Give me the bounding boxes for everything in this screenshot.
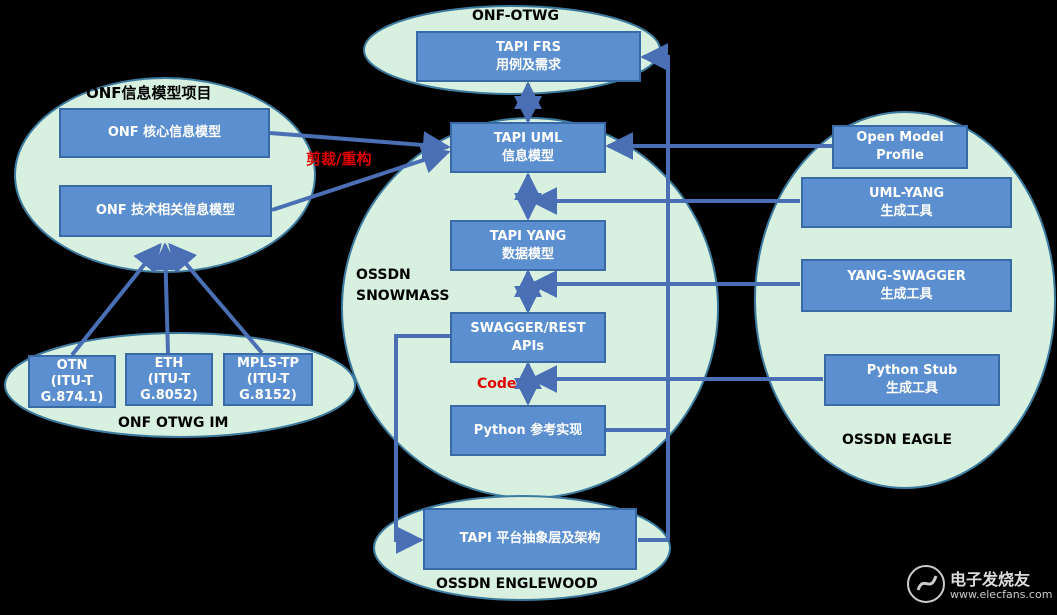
box-otn: OTN (ITU-T G.874.1) <box>28 355 116 408</box>
arrow-core-uml <box>269 131 451 159</box>
box-tapi-yang-line1: TAPI YANG <box>489 228 567 244</box>
label-code: Code <box>477 376 517 392</box>
box-swagger-rest-line1: SWAGGER/REST <box>470 320 586 336</box>
label-ossdn-snowmass-2: SNOWMASS <box>356 288 450 304</box>
box-swagger-rest: SWAGGER/REST APIs <box>450 312 606 363</box>
arrow-tech-uml <box>271 146 451 212</box>
watermark-url: www.elecfans.com <box>950 588 1053 601</box>
box-onf-tech: ONF 技术相关信息模型 <box>59 185 272 237</box>
box-otn-line2: (ITU-T <box>50 373 94 389</box>
box-python-ref-line1: Python 参考实现 <box>473 422 583 438</box>
label-ossdn-englewood: OSSDN ENGLEWOOD <box>436 576 598 592</box>
label-onf-otwg-im: ONF OTWG IM <box>118 415 229 431</box>
box-eth-line1: ETH <box>154 355 184 371</box>
box-open-model-profile-line2: Profile <box>876 148 924 163</box>
box-yang-swagger-line2: 生成工具 <box>880 286 933 302</box>
box-swagger-rest-line2: APIs <box>511 338 545 354</box>
box-open-model-profile: Open Model Profile <box>832 125 968 169</box>
box-eth-line3: G.8052) <box>140 387 198 403</box>
label-onf-otwg: ONF-OTWG <box>472 8 559 24</box>
box-tapi-frs-line1: TAPI FRS <box>495 39 562 55</box>
box-yang-swagger: YANG-SWAGGER 生成工具 <box>801 259 1012 312</box>
label-ossdn-eagle: OSSDN EAGLE <box>842 432 953 448</box>
arrow-eth-tech <box>151 242 180 354</box>
box-yang-swagger-line1: YANG-SWAGGER <box>847 268 966 284</box>
box-otn-line1: OTN <box>56 357 88 373</box>
label-ossdn-snowmass-1: OSSDN <box>356 267 411 283</box>
box-onf-tech-line1: ONF 技术相关信息模型 <box>95 203 236 218</box>
arrow-python-frs <box>606 43 670 432</box>
box-eth-line2: (ITU-T <box>147 371 191 387</box>
label-prune-refactor: 剪裁/重构 <box>306 150 372 168</box>
box-mpls-tp-line2: (ITU-T <box>246 371 290 387</box>
elecfans-logo-icon <box>907 565 945 603</box>
box-tapi-frs: TAPI FRS 用例及需求 <box>416 31 641 82</box>
box-mpls-tp-line1: MPLS-TP <box>237 355 299 371</box>
box-tapi-yang: TAPI YANG 数据模型 <box>450 220 606 271</box>
box-python-stub: Python Stub 生成工具 <box>824 354 1000 406</box>
arrow-otn-tech <box>70 242 162 357</box>
box-onf-core-line1: ONF 核心信息模型 <box>107 125 222 140</box>
box-uml-yang-line1: UML-YANG <box>868 185 945 201</box>
box-tapi-yang-line2: 数据模型 <box>501 246 554 262</box>
watermark-text: 电子发烧友 <box>950 570 1031 589</box>
box-tapi-platform-line1: TAPI 平台抽象层及架构 <box>459 531 601 546</box>
box-tapi-uml: TAPI UML 信息模型 <box>450 122 606 173</box>
box-otn-line3: G.874.1) <box>40 389 104 405</box>
arrow-swagger-platform <box>394 334 450 554</box>
box-python-ref: Python 参考实现 <box>450 405 606 456</box>
box-tapi-uml-line2: 信息模型 <box>501 148 554 164</box>
box-uml-yang-line2: 生成工具 <box>880 203 933 219</box>
box-open-model-profile-line1: Open Model <box>856 130 944 145</box>
box-mpls-tp: MPLS-TP (ITU-T G.8152) <box>223 353 313 406</box>
box-python-stub-line1: Python Stub <box>866 363 958 378</box>
box-tapi-uml-line1: TAPI UML <box>493 130 563 146</box>
box-uml-yang: UML-YANG 生成工具 <box>801 177 1012 228</box>
box-eth: ETH (ITU-T G.8052) <box>125 353 213 406</box>
box-tapi-frs-line2: 用例及需求 <box>495 57 561 73</box>
box-onf-core: ONF 核心信息模型 <box>59 108 270 158</box>
arrow-mpls-tech <box>168 242 264 355</box>
box-tapi-platform: TAPI 平台抽象层及架构 <box>423 508 637 570</box>
box-python-stub-line2: 生成工具 <box>885 381 938 396</box>
label-onf-info-model: ONF信息模型项目 <box>86 84 212 102</box>
box-mpls-tp-line3: G.8152) <box>239 387 297 403</box>
